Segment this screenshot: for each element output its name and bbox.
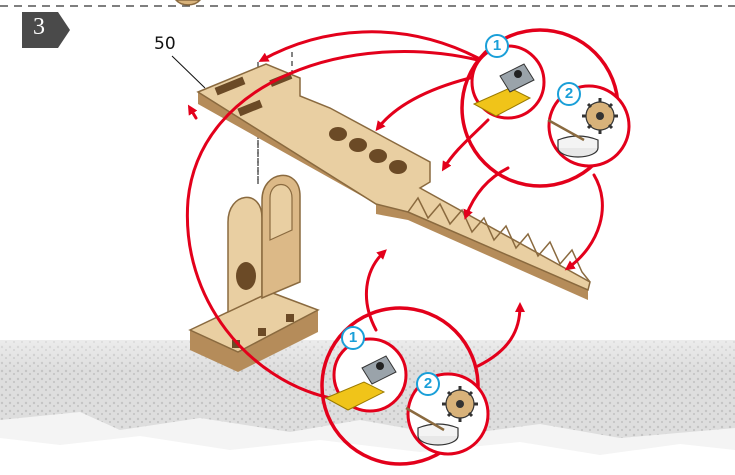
callout-number-2: 2 <box>558 83 580 105</box>
step-badge-shape <box>22 12 70 48</box>
dimension-leader <box>172 56 205 88</box>
callout-number-4: 2 <box>417 373 439 395</box>
dimension-label: 50 <box>154 34 176 54</box>
callout-number-1: 1 <box>486 35 508 57</box>
callout-number-3: 1 <box>342 327 364 349</box>
step-number: 3 <box>33 14 45 41</box>
top-part-fragment <box>176 0 200 5</box>
